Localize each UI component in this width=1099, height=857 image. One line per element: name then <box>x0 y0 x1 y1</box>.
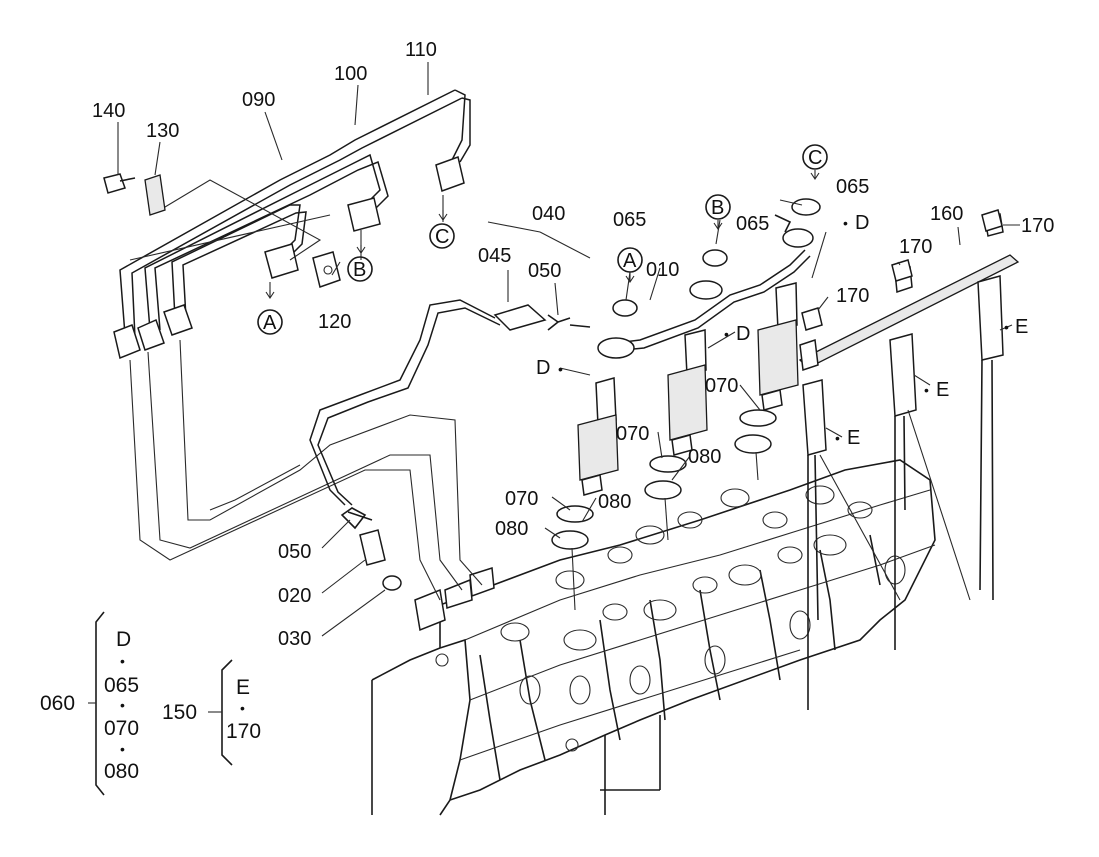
circle-ref-c-2: C <box>808 147 822 169</box>
leak-off-pipe <box>309 198 821 591</box>
label-070-b: 070 <box>616 423 649 445</box>
kit-legend-150: 150 E • 170 <box>162 659 261 766</box>
ref-d-2-dot: • <box>724 326 729 342</box>
legend-150-dot-1: • <box>240 700 245 716</box>
legend-150-label: 150 <box>162 701 197 724</box>
label-065-c: 065 <box>836 176 869 198</box>
circle-ref-c-1: C <box>435 226 449 248</box>
legend-150-item-2: 170 <box>226 720 261 743</box>
label-070-a: 070 <box>705 375 738 397</box>
circled-references <box>257 144 828 335</box>
legend-060-item-1: D <box>116 628 131 651</box>
label-170-a: 170 <box>899 236 932 258</box>
label-130: 130 <box>146 120 179 142</box>
part-number-labels: 110 100 090 140 130 120 040 045 050 065 … <box>92 39 1054 650</box>
label-065-a: 065 <box>613 209 646 231</box>
label-110: 110 <box>405 39 437 61</box>
legend-150-item-1: E <box>236 676 250 699</box>
circle-ref-b-1: B <box>353 259 366 281</box>
label-010: 010 <box>646 259 679 281</box>
ref-e-1: E <box>1015 316 1028 338</box>
letter-references: D • D • D • E • E • E • <box>536 212 1028 449</box>
leader-lines <box>117 62 1020 637</box>
ref-e-2-dot: • <box>924 382 929 398</box>
label-170-c: 170 <box>1021 215 1054 237</box>
legend-150-bracket <box>221 659 233 766</box>
label-080-b: 080 <box>598 491 631 513</box>
label-120: 120 <box>318 311 351 333</box>
legend-060-item-3: 070 <box>104 717 139 740</box>
label-160: 160 <box>930 203 963 225</box>
ref-e-3: E <box>847 427 860 449</box>
label-080-c: 080 <box>495 518 528 540</box>
label-040: 040 <box>532 203 565 225</box>
legend-060-dot-2: • <box>120 697 125 713</box>
label-090: 090 <box>242 89 275 111</box>
injector-nozzles <box>551 282 799 611</box>
circle-ref-a-2: A <box>623 250 637 272</box>
label-065-b: 065 <box>736 213 769 235</box>
ref-d-3: D <box>536 357 550 379</box>
legend-060-label: 060 <box>40 692 75 715</box>
label-140: 140 <box>92 100 125 122</box>
label-045: 045 <box>478 245 511 267</box>
label-050-upper: 050 <box>528 260 561 282</box>
label-170-b: 170 <box>836 285 869 307</box>
label-070-c: 070 <box>505 488 538 510</box>
legend-060-item-2: 065 <box>104 674 139 697</box>
injection-pipes <box>113 89 483 601</box>
circle-ref-b-2: B <box>711 197 724 219</box>
circle-ref-a-1: A <box>263 312 277 334</box>
ref-d-1: D <box>855 212 869 234</box>
glow-plugs <box>798 209 1020 710</box>
ref-d-1-dot: • <box>843 215 848 231</box>
legend-060-dot-1: • <box>120 653 125 669</box>
label-020: 020 <box>278 585 311 607</box>
clamp-parts <box>103 173 341 288</box>
cylinder-head-drawing <box>371 459 936 816</box>
label-050-lower: 050 <box>278 541 311 563</box>
ref-d-2: D <box>736 323 750 345</box>
legend-060-bracket <box>95 611 105 796</box>
kit-legend-060: 060 D • 065 • 070 • 080 <box>40 611 139 796</box>
ref-e-3-dot: • <box>835 430 840 446</box>
circle-letter-references: A B C A B C <box>263 147 822 334</box>
ref-e-2: E <box>936 379 949 401</box>
legend-060-dot-3: • <box>120 741 125 757</box>
legend-060-item-4: 080 <box>104 760 139 783</box>
label-100: 100 <box>334 63 367 85</box>
ref-d-3-dot: • <box>558 361 563 377</box>
ref-e-1-dot: • <box>1004 319 1009 335</box>
label-080-a: 080 <box>688 446 721 468</box>
label-030: 030 <box>278 628 311 650</box>
